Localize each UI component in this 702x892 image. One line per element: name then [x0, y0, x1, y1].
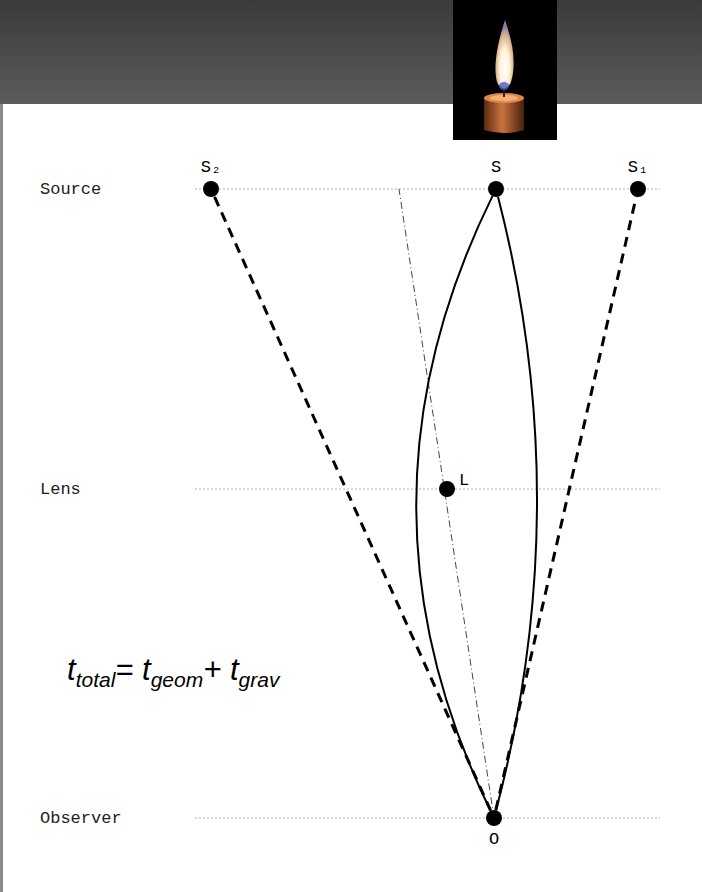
plane-label: Source — [40, 181, 101, 198]
formula-term: t — [67, 652, 76, 687]
point-label: S₁ — [628, 159, 648, 176]
point-dot: S — [488, 181, 504, 197]
formula-term: = t — [115, 652, 150, 687]
apparent-ray — [214, 196, 490, 810]
apparent-ray — [496, 197, 636, 810]
point-dot: O — [486, 810, 502, 826]
formula-subscript: grav — [239, 668, 280, 691]
plane-label: Observer — [40, 810, 122, 827]
plane-label: Lens — [40, 481, 81, 498]
formula-subscript: total — [76, 668, 116, 691]
header-bar — [0, 0, 702, 105]
point-dot: L — [439, 481, 455, 497]
time-delay-formula: ttotal= tgeom+ tgrav — [67, 652, 279, 692]
point-label: S₂ — [201, 159, 221, 176]
point-dot: S₂ — [203, 181, 219, 197]
point-dot: S₁ — [630, 181, 646, 197]
plane-guide-line — [195, 189, 660, 818]
candle-picture — [453, 0, 557, 140]
optical-axis — [399, 189, 494, 818]
light-path — [496, 197, 537, 811]
formula-subscript: geom — [151, 668, 204, 691]
light-path — [416, 196, 492, 811]
point-label: S — [491, 159, 501, 176]
formula-term: + t — [203, 652, 238, 687]
point-label: L — [459, 472, 469, 489]
point-label: O — [489, 831, 499, 848]
